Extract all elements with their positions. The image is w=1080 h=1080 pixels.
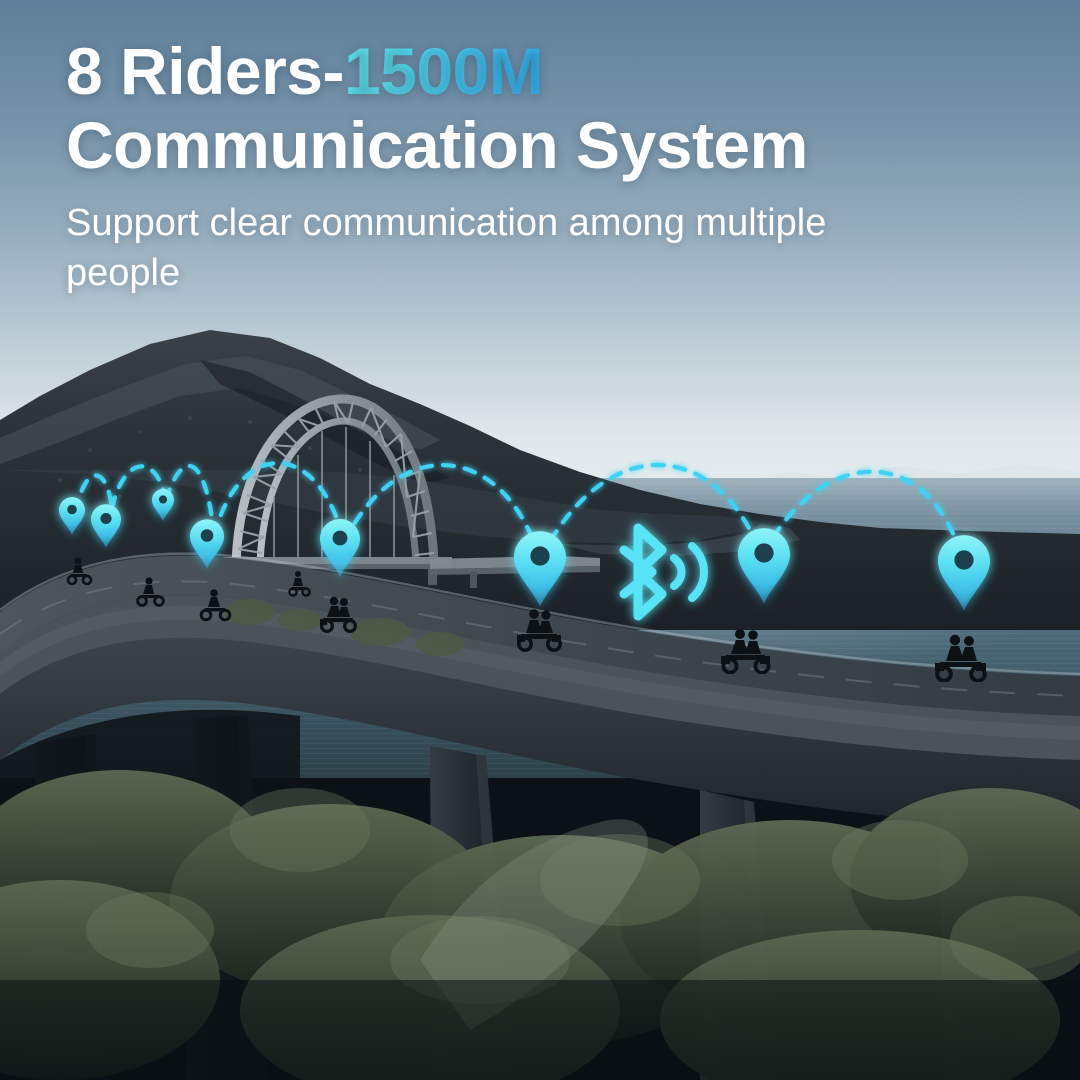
motorcycle-rider [721,629,771,674]
rider-marker-1 [59,497,85,535]
motorcycle-rider [935,634,987,682]
subtitle: Support clear communication among multip… [66,202,827,294]
rider-marker-6 [514,531,566,607]
motorcycle-rider [66,557,93,586]
motorcycle-rider [319,596,358,634]
headline-block: 8 Riders-1500M Communication System Supp… [66,34,1026,298]
motorcycle-rider [288,571,311,597]
page-title: 8 Riders-1500M [66,34,1026,108]
rider-marker-4 [190,519,224,569]
motorcycle-rider [517,609,562,652]
rider-marker-8 [938,535,990,611]
motorcycle-rider [136,577,165,607]
headline-line1-plain: 8 Riders- [66,34,344,108]
rider-marker-5 [320,519,360,577]
rider-marker-7 [738,528,790,604]
headline-accent-distance: 1500M [343,34,544,108]
rider-marker-2 [91,504,121,548]
rider-marker-3 [152,489,174,521]
bluetooth-signal-icon [619,523,708,621]
connection-arcs [73,461,967,569]
rider-markers [59,489,990,611]
motorcycle-rider [199,589,232,622]
page-title-line2: Communication System [66,108,808,182]
